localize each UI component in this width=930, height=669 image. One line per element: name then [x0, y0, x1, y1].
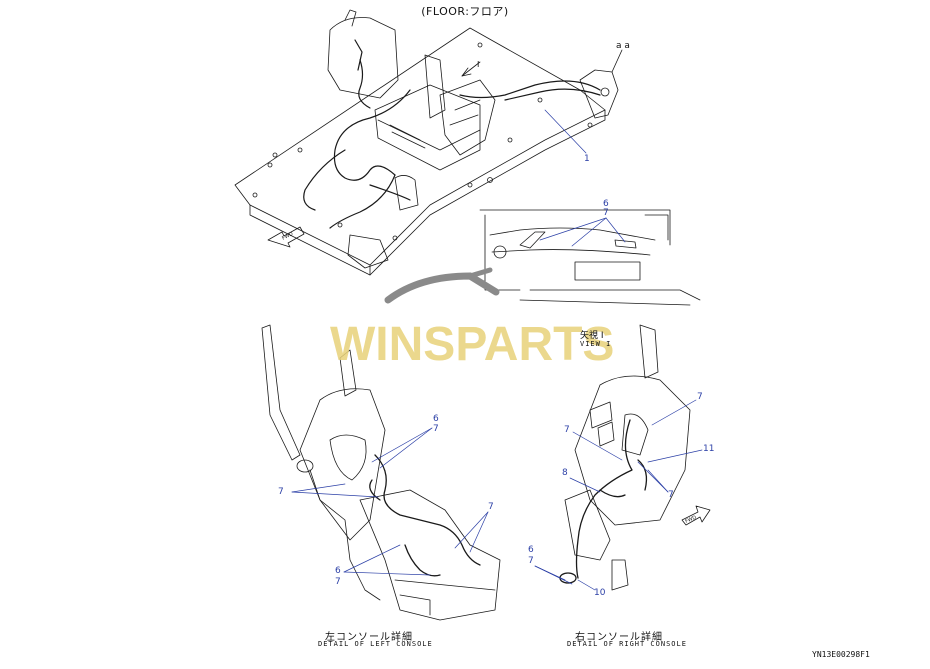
page-title: (FLOOR:フロア) — [421, 5, 509, 18]
left-console-caption-jp: 左コンソール詳細 — [325, 632, 413, 643]
leader-1 — [544, 109, 587, 154]
view-arrow-label: I — [477, 60, 480, 69]
left-console-harness — [369, 454, 481, 577]
right-console-leaders — [534, 399, 703, 591]
callout-right-11: 11 — [703, 444, 715, 454]
callout-left-7d: 7 — [335, 577, 341, 587]
left-console-caption-en: DETAIL OF LEFT CONSOLE — [318, 640, 433, 648]
wiring-harness — [303, 39, 601, 229]
seat-base — [327, 9, 619, 269]
view-label-en: VIEW I — [580, 340, 612, 348]
fwd-label-top: FWD — [281, 231, 294, 242]
callout-right-7d: 7 — [528, 556, 534, 566]
right-console-caption-en: DETAIL OF RIGHT CONSOLE — [567, 640, 687, 648]
callout-left-7c: 7 — [488, 502, 494, 512]
callout-view-6: 6 — [603, 199, 609, 209]
callout-right-10: 10 — [594, 588, 606, 598]
view-arrow — [461, 61, 481, 77]
callout-right-7c: 7 — [668, 490, 674, 500]
fwd-arrow-right — [681, 505, 711, 526]
callout-right-7b: 7 — [564, 425, 570, 435]
view-i-detail — [479, 209, 701, 306]
callout-right-8: 8 — [562, 468, 568, 478]
left-console-leaders — [291, 427, 489, 576]
callout-left-6a: 6 — [433, 414, 439, 424]
fwd-arrow-top — [267, 226, 305, 248]
callout-1: 1 — [584, 154, 590, 164]
callout-left-7b: 7 — [278, 487, 284, 497]
view-leaders — [539, 217, 626, 247]
callout-left-7a: 7 — [433, 424, 439, 434]
callout-view-7: 7 — [603, 208, 609, 218]
watermark-text: WINSPARTS — [330, 318, 614, 371]
right-console-caption-jp: 右コンソール詳細 — [575, 632, 663, 643]
callout-right-6: 6 — [528, 545, 534, 555]
drawing-id: YN13E00298F1 — [812, 650, 870, 659]
callout-left-6b: 6 — [335, 566, 341, 576]
watermark: WINSPARTS — [330, 267, 614, 371]
view-label-jp: 矢視 I — [580, 331, 604, 341]
section-label: a a — [616, 41, 630, 51]
floor-plate — [234, 27, 606, 276]
left-console-drawing — [261, 324, 501, 621]
section-leader — [611, 49, 623, 73]
right-console-drawing — [564, 324, 691, 591]
fwd-label-right: FWD — [684, 515, 697, 525]
callout-right-7a: 7 — [697, 392, 703, 402]
